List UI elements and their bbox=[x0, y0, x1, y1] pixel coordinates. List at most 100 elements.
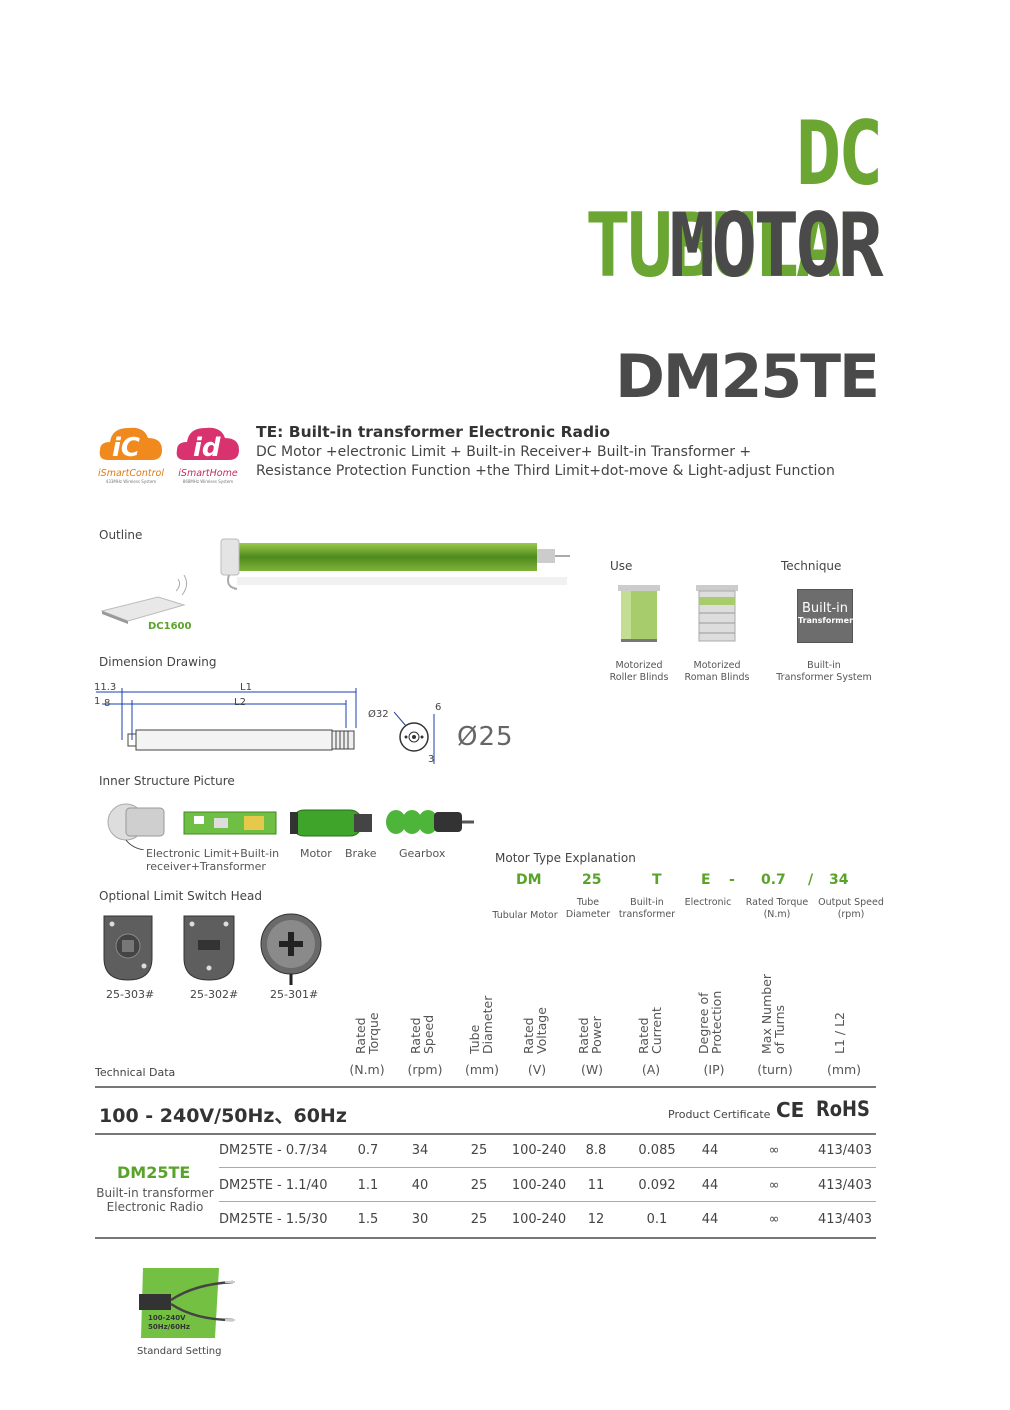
row-cell-ip: 44 bbox=[701, 1143, 719, 1158]
inner-label-brake: Brake bbox=[345, 847, 377, 860]
row-cell-l1l2: 413/403 bbox=[817, 1212, 872, 1227]
use-roller-label: Motorized Roller Blinds bbox=[609, 660, 669, 683]
group-model: DM25TE bbox=[117, 1163, 191, 1182]
standard-setting-label: Standard Setting bbox=[137, 1346, 222, 1357]
row-cell-torque: 1.1 bbox=[357, 1178, 379, 1193]
code-dash: - bbox=[729, 872, 735, 888]
row-cell-turns: ∞ bbox=[768, 1178, 780, 1193]
dim-6: 6 bbox=[435, 702, 442, 713]
unit-current: (A) bbox=[641, 1062, 661, 1077]
desc-tube-diameter: Tube Diameter bbox=[565, 897, 611, 920]
row-model: DM25TE - 0.7/34 bbox=[219, 1143, 328, 1158]
te-desc-line-1: DC Motor +electronic Limit + Built-in Re… bbox=[256, 444, 752, 460]
row-cell-speed: 30 bbox=[411, 1212, 429, 1227]
optional-heading: Optional Limit Switch Head bbox=[99, 889, 262, 903]
row-cell-speed: 40 bbox=[411, 1178, 429, 1193]
dim-1: 1 bbox=[94, 696, 101, 707]
technique-heading: Technique bbox=[781, 559, 842, 573]
row-cell-current: 0.1 bbox=[646, 1212, 668, 1227]
inner-structure-heading: Inner Structure Picture bbox=[99, 774, 235, 788]
group-description: Built-in transformer Electronic Radio bbox=[96, 1186, 214, 1214]
end-view-drawing bbox=[394, 711, 435, 764]
cert-label: Product Certificate bbox=[668, 1108, 771, 1121]
roller-blind-image bbox=[618, 585, 660, 642]
header-rated-power: Rated Power bbox=[576, 1016, 604, 1054]
code-torque: 0.7 bbox=[761, 872, 786, 888]
remote-control-image bbox=[100, 575, 188, 624]
ismarthome-sub: 868MHz Wireless System bbox=[182, 479, 234, 484]
row-model: DM25TE - 1.1/40 bbox=[219, 1178, 328, 1193]
row-cell-voltage: 100-240 bbox=[511, 1212, 567, 1227]
svg-text:id: id bbox=[193, 433, 221, 463]
tech-data-heading: Technical Data bbox=[95, 1066, 176, 1079]
row-cell-diameter: 25 bbox=[470, 1143, 488, 1158]
row-cell-current: 0.092 bbox=[638, 1178, 676, 1193]
ce-mark: CE bbox=[776, 1098, 805, 1122]
row-cell-torque: 1.5 bbox=[357, 1212, 379, 1227]
model-title: DM25TE bbox=[615, 342, 880, 412]
desc-built-in-transformer: Built-in transformer bbox=[618, 897, 676, 920]
row-cell-power: 11 bbox=[587, 1178, 605, 1193]
standard-setting-image bbox=[139, 1268, 235, 1338]
header-rated-torque: Rated Torque bbox=[353, 1012, 381, 1054]
svg-text:iC: iC bbox=[112, 433, 140, 463]
dim-l2: L2 bbox=[234, 697, 246, 708]
row-cell-power: 12 bbox=[587, 1212, 605, 1227]
table-bottom-rule bbox=[95, 1237, 876, 1239]
badge-line-1: Built-in bbox=[801, 601, 849, 616]
row-cell-power: 8.8 bbox=[585, 1143, 607, 1158]
unit-voltage: (V) bbox=[527, 1062, 547, 1077]
te-title: TE: Built-in transformer Electronic Radi… bbox=[256, 423, 611, 441]
desc-tubular-motor: Tubular Motor bbox=[492, 910, 558, 921]
unit-mm: (mm) bbox=[826, 1062, 862, 1077]
roman-blind-image bbox=[696, 585, 738, 642]
use-roman-label: Motorized Roman Blinds bbox=[684, 660, 750, 683]
dim-l1: L1 bbox=[240, 682, 252, 693]
inner-label-motor: Motor bbox=[300, 847, 332, 860]
code-e: E bbox=[701, 872, 711, 888]
row-cell-turns: ∞ bbox=[768, 1212, 780, 1227]
limit-switch-heads-image bbox=[103, 913, 322, 985]
outline-heading: Outline bbox=[99, 528, 143, 542]
unit-diameter: (mm) bbox=[464, 1062, 500, 1077]
title-line-2: MOTOR bbox=[669, 194, 883, 297]
standard-box-text: 100-240V 50Hz/60Hz bbox=[148, 1314, 190, 1331]
ismartcontrol-logo: iC iSmartControl 433MHz Wireless System bbox=[96, 420, 166, 484]
row-cell-voltage: 100-240 bbox=[511, 1143, 567, 1158]
row-cell-speed: 34 bbox=[411, 1143, 429, 1158]
ismarthome-logo: id iSmartHome 868MHz Wireless System bbox=[173, 420, 243, 484]
row-cell-l1l2: 413/403 bbox=[817, 1178, 872, 1193]
dim-phi32: Ø32 bbox=[368, 709, 389, 720]
table-header-rule bbox=[95, 1133, 876, 1135]
header-tube-diameter: Tube Diameter bbox=[467, 995, 495, 1054]
desc-electronic: Electronic bbox=[684, 897, 732, 908]
unit-turns: (turn) bbox=[757, 1062, 793, 1077]
dim-11-3: 11.3 bbox=[94, 682, 117, 693]
built-in-transformer-badge: Built-in Transformer bbox=[797, 589, 853, 643]
header-max-turns: Max Number of Turns bbox=[759, 973, 787, 1054]
row-cell-diameter: 25 bbox=[470, 1212, 488, 1227]
code-slash: / bbox=[808, 872, 814, 888]
row-cell-turns: ∞ bbox=[768, 1143, 780, 1158]
voltage-heading: 100 - 240V/50Hz、60Hz bbox=[99, 1105, 347, 1127]
te-description: DC Motor +electronic Limit + Built-in Re… bbox=[256, 443, 835, 481]
inner-label-gearbox: Gearbox bbox=[399, 847, 446, 860]
limit-head-label-301: 25-301# bbox=[270, 988, 319, 1001]
tubular-motor-image bbox=[220, 538, 570, 590]
inner-structure-image bbox=[107, 803, 474, 850]
unit-torque: (N.m) bbox=[349, 1062, 385, 1077]
ismartcontrol-sub: 433MHz Wireless System bbox=[105, 479, 157, 484]
dim-3: 3 bbox=[428, 754, 435, 765]
rohs-mark: RoHS bbox=[816, 1097, 870, 1121]
row-divider bbox=[219, 1167, 876, 1168]
code-speed: 34 bbox=[829, 872, 849, 888]
badge-line-2: Transformer bbox=[798, 616, 854, 625]
limit-head-301 bbox=[260, 913, 322, 985]
header-l1-l2: L1 / L2 bbox=[832, 1012, 847, 1054]
table-top-rule bbox=[95, 1086, 876, 1088]
ismarthome-name: iSmartHome bbox=[178, 468, 238, 479]
header-rated-current: Rated Current bbox=[636, 1007, 664, 1054]
desc-rated-torque: Rated Torque (N.m) bbox=[745, 897, 809, 920]
unit-power: (W) bbox=[580, 1062, 604, 1077]
code-t: T bbox=[652, 872, 662, 888]
